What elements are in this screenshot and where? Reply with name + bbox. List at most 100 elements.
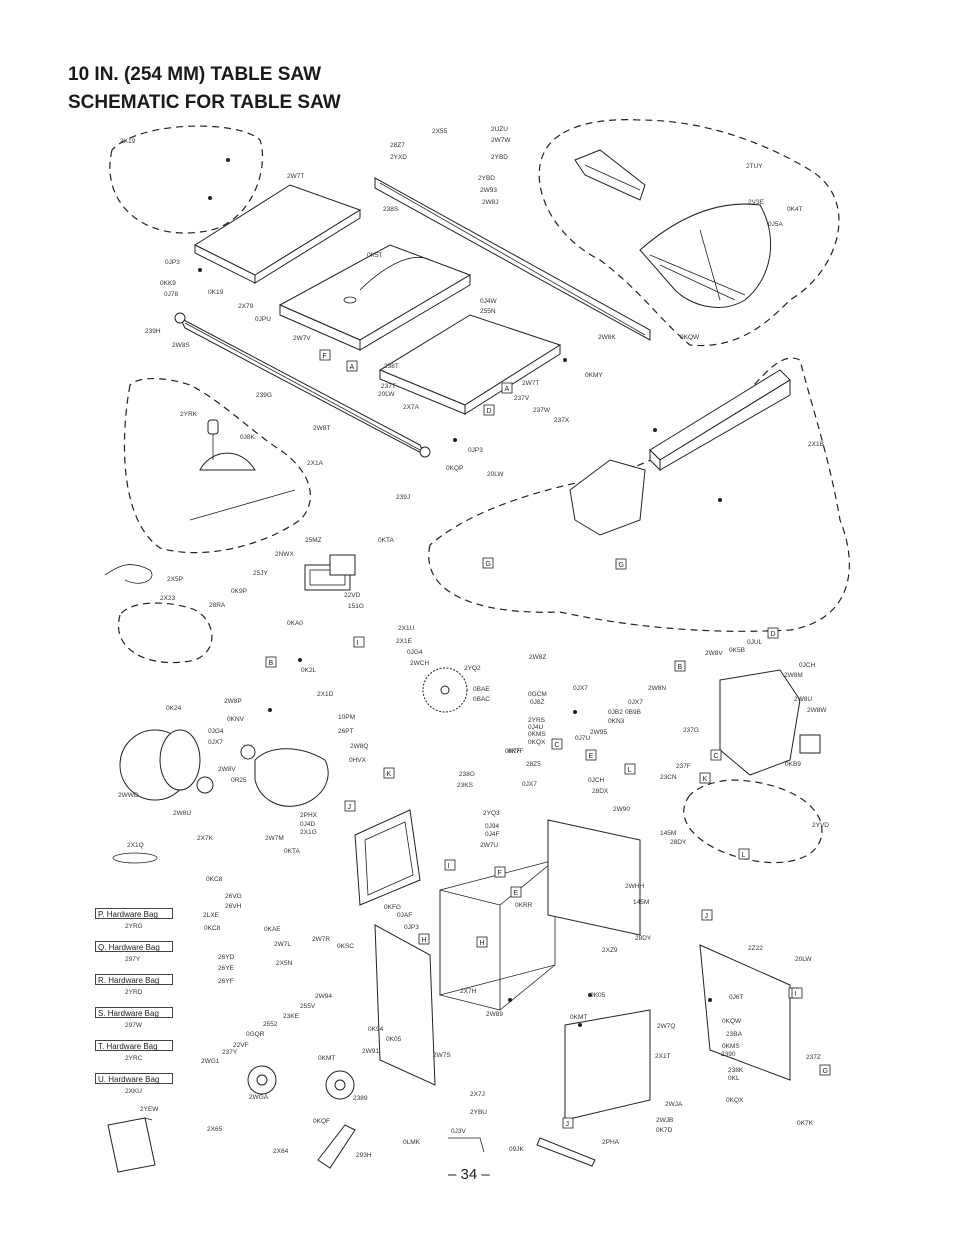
callout-letter: A <box>501 382 513 394</box>
part-label: 0KC8 <box>206 876 223 883</box>
hardware-bag-label: U. Hardware Bag <box>95 1073 173 1084</box>
svg-text:L: L <box>628 767 632 774</box>
part-label: 20LW <box>487 471 504 478</box>
part-label: 0K4T <box>787 206 803 213</box>
callout-letter: A <box>346 360 358 372</box>
part-label: 0J3V <box>451 1128 466 1135</box>
part-label: 0KQW <box>722 1018 742 1025</box>
part-label: 0JX7 <box>573 685 588 692</box>
part-label: 2X65 <box>207 1126 223 1133</box>
part-label: 2X5N <box>276 960 293 967</box>
part-label: 0K5B <box>729 647 745 654</box>
hardware-bag-code: 297W <box>125 1022 142 1029</box>
part-label: 0K9P <box>231 588 247 595</box>
part-label: 2WJB <box>656 1117 673 1124</box>
part-label: 0J4F <box>485 831 499 838</box>
part-label: 2X1T <box>655 1053 671 1060</box>
part-label: 2YBU <box>470 1109 487 1116</box>
part-label: 2YEW <box>140 1106 159 1113</box>
part-label: 2PHA <box>602 1139 620 1146</box>
fasteners <box>198 158 722 1027</box>
part-label: 26YD <box>218 954 235 961</box>
part-label: 0KTA <box>378 537 394 544</box>
part-label: 2X55 <box>432 128 448 135</box>
part-label: 2W7T <box>287 173 304 180</box>
part-label: 151G <box>348 603 364 610</box>
operators-manual <box>107 1117 156 1173</box>
page-number: – 34 – <box>448 1166 490 1183</box>
part-label: 2YQ3 <box>483 810 500 817</box>
part-label: 0LMK <box>403 1139 421 1146</box>
part-label: 0KMS <box>528 731 546 738</box>
part-label: 22VF <box>233 1042 249 1049</box>
part-label: 26YE <box>218 965 235 972</box>
part-label: 22VD <box>344 592 361 599</box>
svg-text:F: F <box>498 870 502 877</box>
part-label: 238S <box>383 206 399 213</box>
part-label: 237T <box>381 383 396 390</box>
callout-letter: B <box>674 660 686 672</box>
svg-text:K: K <box>703 776 708 783</box>
part-label: 0K7K <box>797 1120 814 1127</box>
part-label: 2XZ9 <box>602 947 618 954</box>
part-label: 0J8K <box>240 434 255 441</box>
group-outline-2x19 <box>109 125 264 234</box>
blade-guard <box>639 203 772 308</box>
part-label: 2W7U <box>480 842 498 849</box>
part-label: 0R25 <box>231 777 247 784</box>
part-label: 0KQP <box>446 465 463 472</box>
callout-letter: J <box>344 800 356 812</box>
part-label: 23KE <box>283 1013 300 1020</box>
part-label: 2X79 <box>238 303 254 310</box>
part-label: 2WG1 <box>201 1058 220 1065</box>
callout-letter: L <box>624 763 636 775</box>
part-label: 2WGA <box>249 1094 269 1101</box>
part-label: 0KA0 <box>287 620 303 627</box>
part-label: 2W94 <box>315 993 332 1000</box>
part-label: 2W8V <box>705 650 723 657</box>
part-label: 2WWD <box>118 792 139 799</box>
rip-fence <box>569 369 791 536</box>
part-label: 237G <box>683 727 699 734</box>
part-label: 2TUY <box>746 163 763 170</box>
side-panel-front-right <box>564 1009 651 1121</box>
part-label: 2W8U <box>173 810 191 817</box>
part-label: 145M <box>633 899 649 906</box>
hardware-bag-label: T. Hardware Bag <box>95 1040 173 1051</box>
arbor-assembly <box>240 744 329 807</box>
side-panel-left <box>354 809 421 906</box>
callout-letter: G <box>819 1064 831 1076</box>
part-label: 2W8Z <box>529 654 546 661</box>
part-label: 0K19 <box>208 289 224 296</box>
callout-letter: G <box>615 558 627 570</box>
callout-letter: B <box>265 656 277 668</box>
handwheel-right <box>325 1070 355 1100</box>
part-label: 2WHH <box>625 883 644 890</box>
part-label: 0J7U <box>575 735 590 742</box>
part-label: 0K7F <box>505 748 521 755</box>
part-label: 0K2L <box>301 667 317 674</box>
part-label: 0KN3 <box>608 718 625 725</box>
part-label: 20LW <box>378 391 395 398</box>
part-label: 2W8T <box>313 425 330 432</box>
part-label: 0K24 <box>166 705 182 712</box>
svg-text:B: B <box>269 660 274 667</box>
part-label: 2V3E <box>748 199 765 206</box>
part-label: 2X1A <box>307 460 324 467</box>
part-label: 237X <box>554 417 570 424</box>
miter-gauge <box>189 419 296 521</box>
part-label: 26VG <box>225 893 242 900</box>
motor <box>119 729 214 801</box>
part-label: 2WJA <box>665 1101 683 1108</box>
callout-letter: I <box>353 636 365 648</box>
part-label: 2X64 <box>273 1148 289 1155</box>
part-label: 0KL <box>728 1075 740 1082</box>
part-label: 0KMT <box>318 1055 335 1062</box>
part-label: 0KAE <box>264 926 281 933</box>
part-label: 0KFG <box>384 904 401 911</box>
part-label: 0JP3 <box>404 924 419 931</box>
part-label: 0KRR <box>515 902 533 909</box>
part-label: 2X7A <box>403 404 420 411</box>
